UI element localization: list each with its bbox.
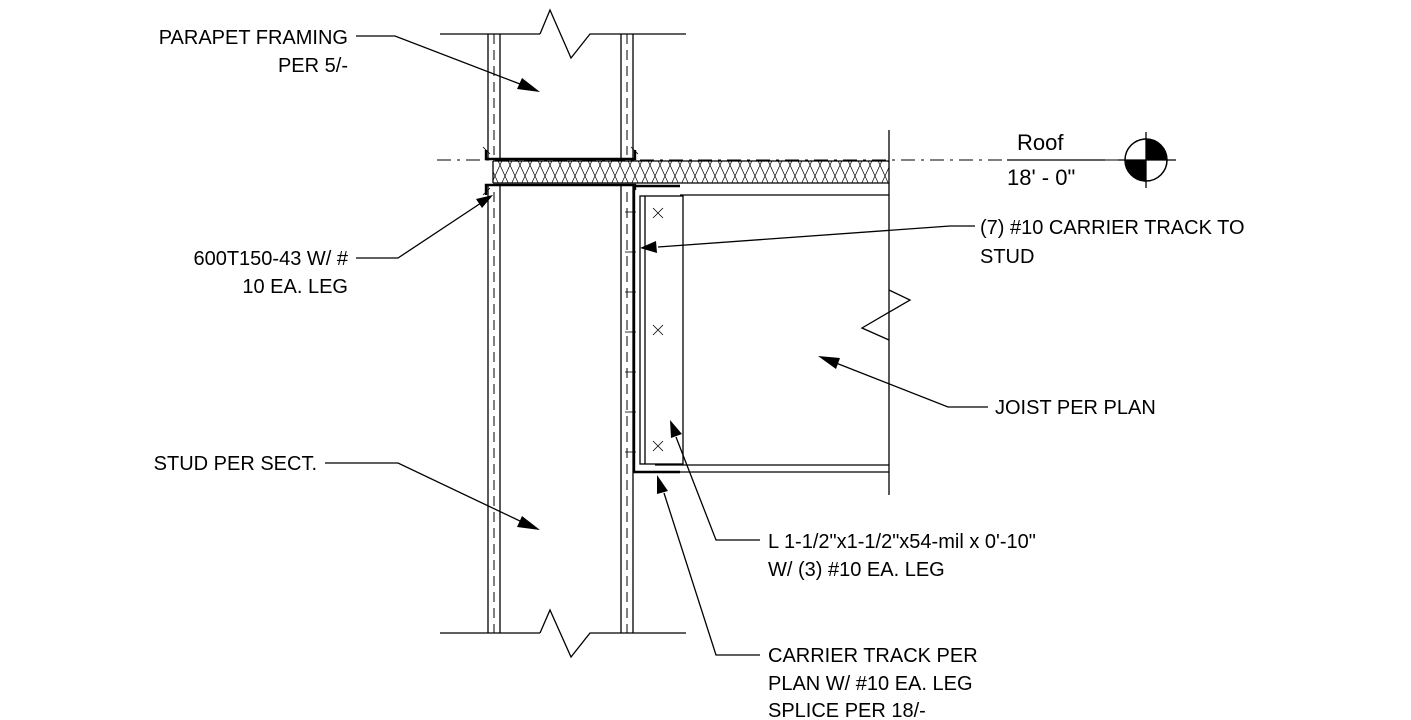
- level-name: Roof: [1017, 130, 1064, 155]
- label-stud: STUD PER SECT.: [154, 453, 317, 475]
- label-carrier-track-line1: CARRIER TRACK PER: [768, 645, 978, 667]
- label-track-line2: 10 EA. LEG: [242, 276, 348, 298]
- label-parapet-line1: PARAPET FRAMING: [159, 27, 348, 49]
- leaders: [325, 35, 988, 656]
- label-parapet-line2: PER 5/-: [278, 55, 348, 77]
- label-carrier-screws-line1: (7) #10 CARRIER TRACK TO: [980, 217, 1245, 239]
- carrier-track: [632, 184, 889, 474]
- label-track-line1: 600T150-43 W/ #: [193, 248, 348, 270]
- label-joist: JOIST PER PLAN: [995, 397, 1156, 419]
- clip-angle: [639, 195, 684, 465]
- level-marker-symbol: [1007, 132, 1176, 188]
- label-carrier-track-line3: SPLICE PER 18/-: [768, 700, 926, 720]
- label-carrier-track-line2: PLAN W/ #10 EA. LEG: [768, 673, 973, 695]
- joist-break-line: [860, 289, 912, 341]
- level-elevation: 18' - 0": [1007, 165, 1075, 190]
- stud-wall: [440, 183, 686, 659]
- label-carrier-screws-line2: STUD: [980, 246, 1034, 268]
- label-angle-line1: L 1-1/2"x1-1/2"x54-mil x 0'-10": [768, 531, 1036, 553]
- label-angle-line2: W/ (3) #10 EA. LEG: [768, 559, 945, 581]
- screw-marks: [625, 211, 636, 453]
- parapet-wall: [440, 8, 686, 161]
